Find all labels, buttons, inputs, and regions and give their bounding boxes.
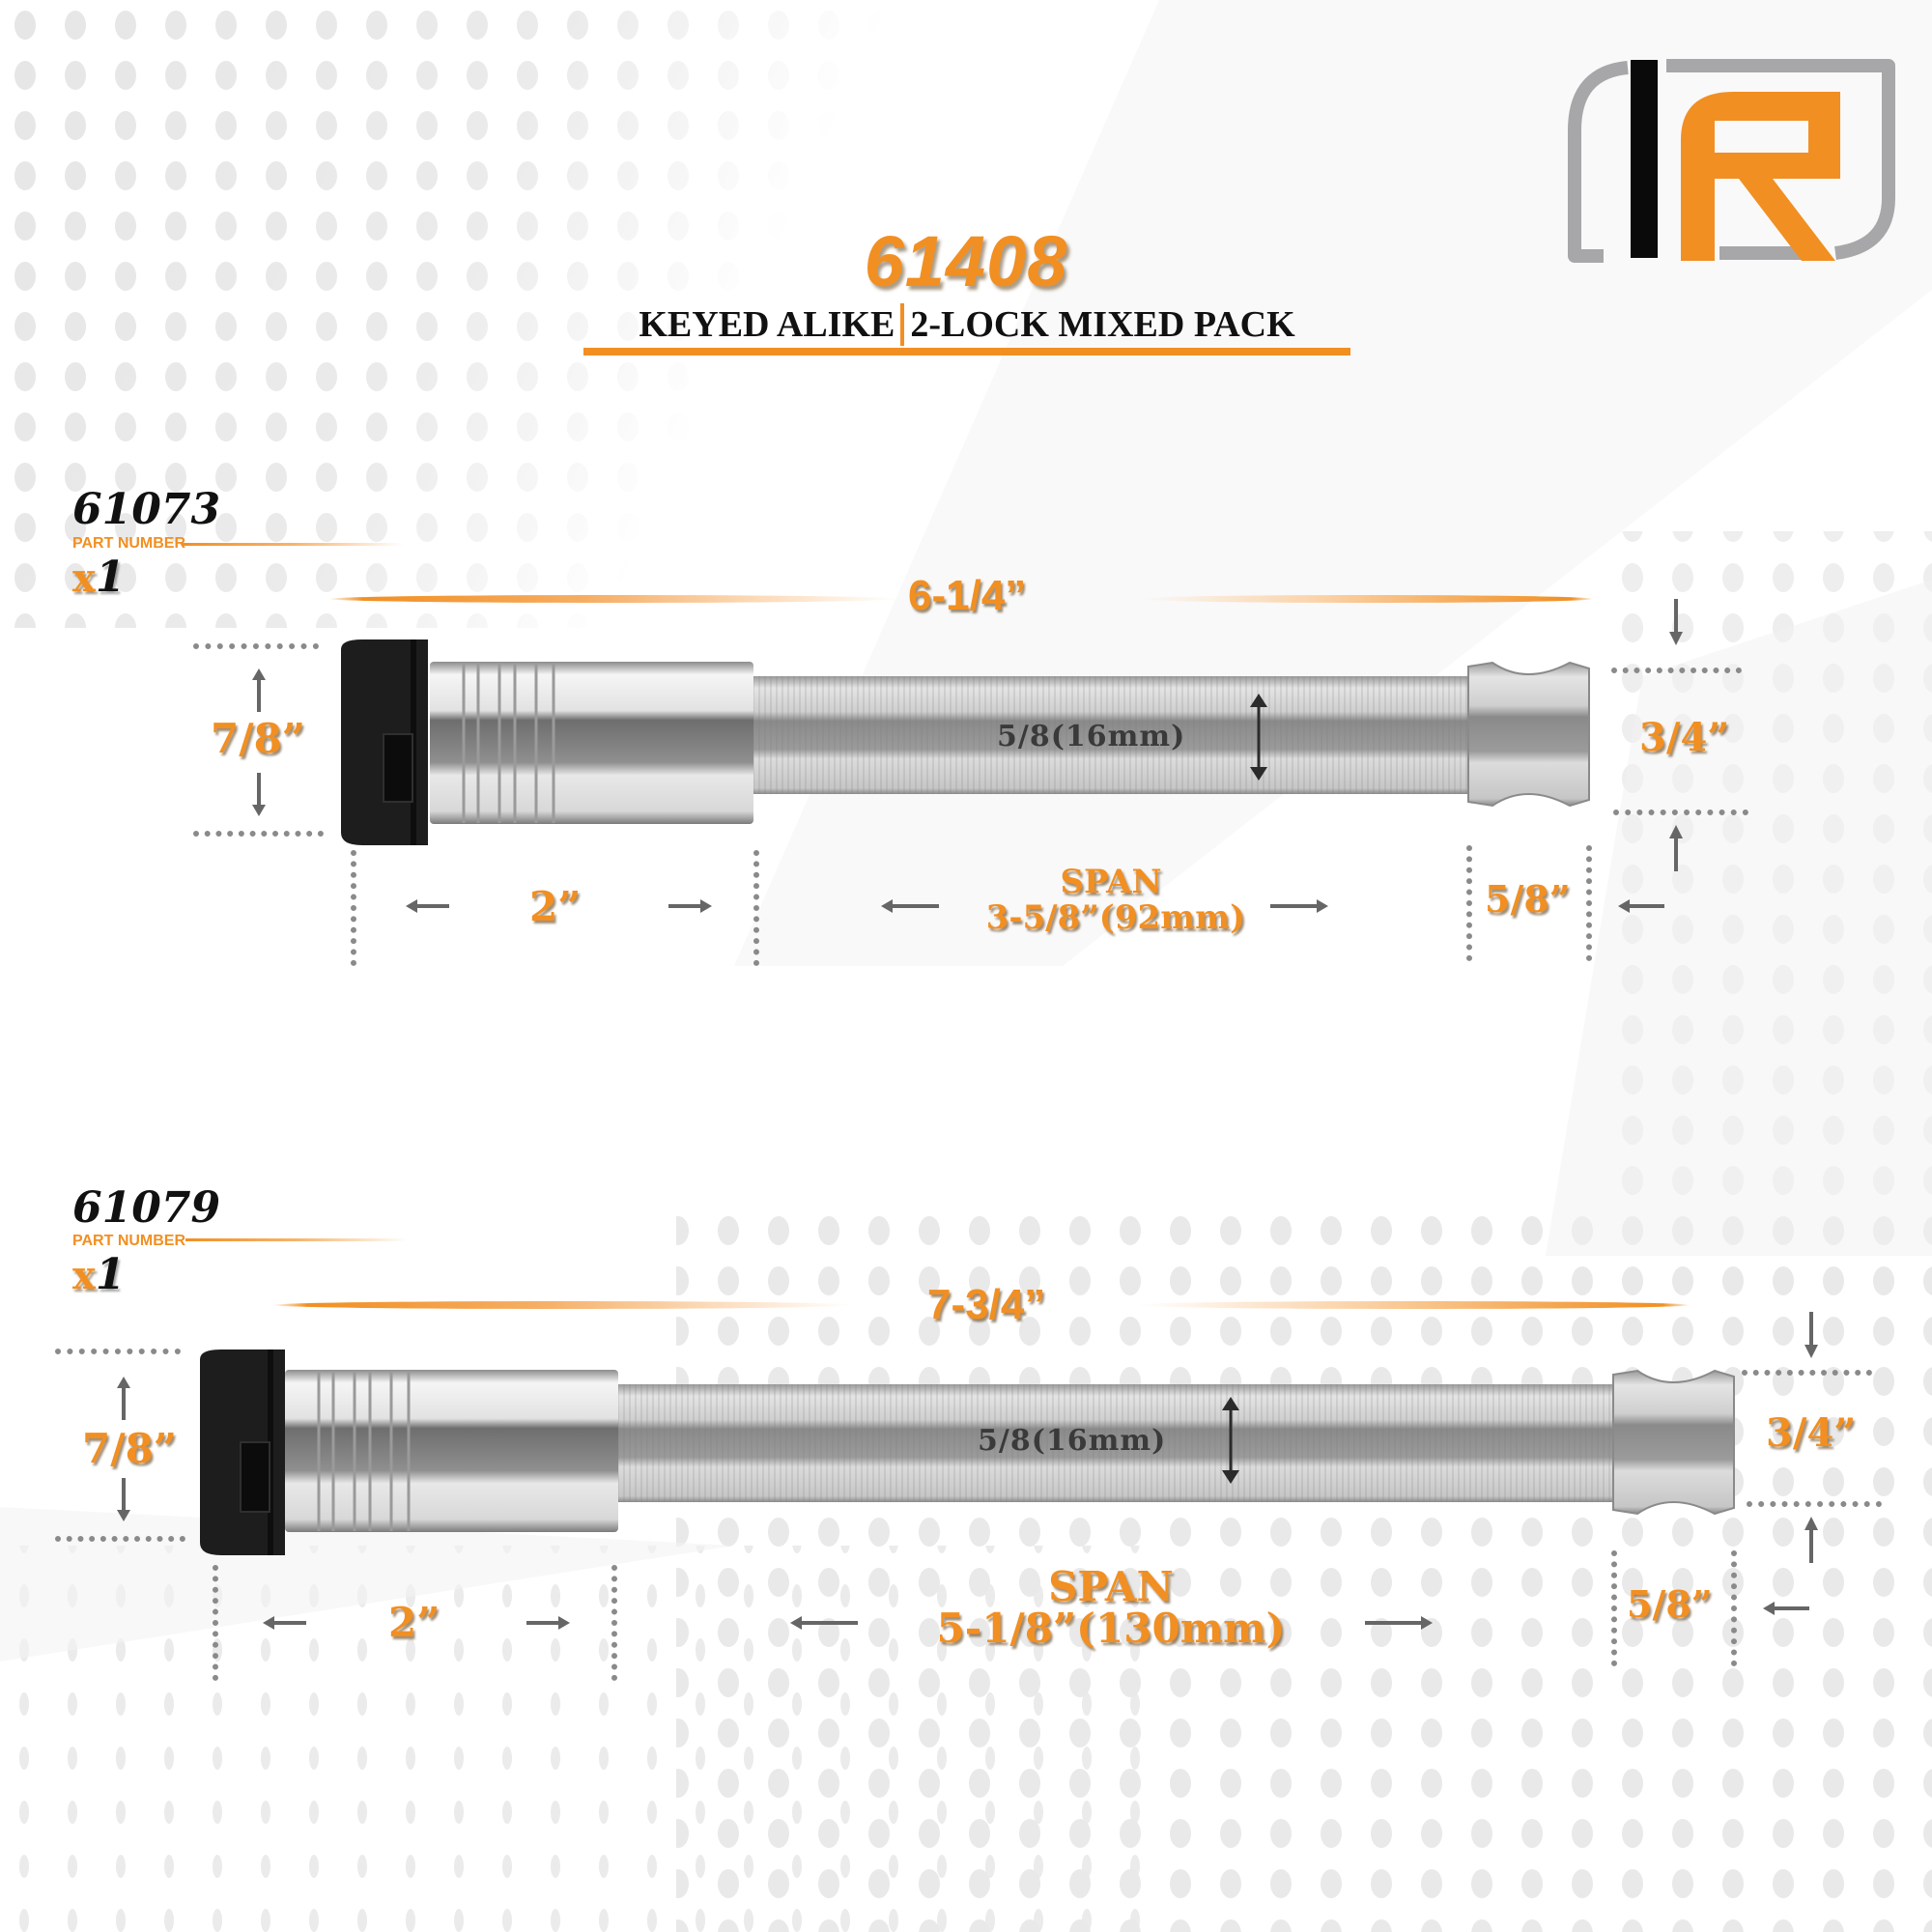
span-label: SPAN — [1048, 1563, 1174, 1610]
arrow-up-icon — [252, 668, 266, 712]
dim-line — [1586, 845, 1592, 961]
arrow-left-icon — [1618, 899, 1664, 913]
arrow-left-icon — [790, 1616, 858, 1630]
part-number-label: PART NUMBER — [72, 1233, 186, 1249]
span-label: SPAN — [1060, 863, 1162, 901]
overall-length-rule-right — [1135, 1301, 1690, 1309]
head-diameter: 7/8” — [211, 715, 305, 762]
arrow-down-icon — [117, 1478, 130, 1521]
subtitle-keyed-alike: KEYED ALIKE — [639, 304, 895, 345]
end-width: 5/8” — [1627, 1582, 1713, 1626]
arrow-right-icon — [1270, 899, 1328, 913]
span-value: 5-1/8”(130mm) — [936, 1605, 1286, 1652]
arrow-down-icon — [1804, 1312, 1818, 1358]
arrow-down-icon — [1669, 599, 1683, 645]
part-number: 61079 — [72, 1183, 221, 1233]
dim-line — [55, 1349, 181, 1354]
dim-line — [193, 831, 324, 837]
arrow-left-icon — [881, 899, 939, 913]
overall-length-rule-left — [272, 1301, 852, 1309]
arrow-left-icon — [406, 899, 449, 913]
overall-length-rule-left — [328, 595, 898, 603]
dim-line — [1742, 1370, 1872, 1376]
end-width: 5/8” — [1485, 877, 1571, 921]
dim-line — [611, 1565, 617, 1681]
arrow-right-icon — [526, 1616, 570, 1630]
arrow-right-icon — [1365, 1616, 1433, 1630]
dim-line — [1747, 1501, 1882, 1507]
dim-line — [55, 1536, 185, 1542]
product-subtitle: KEYED ALIKE 2-LOCK MIXED PACK — [583, 299, 1350, 350]
arrow-left-icon — [1763, 1602, 1809, 1615]
arrow-down-icon — [252, 773, 266, 816]
dim-line — [753, 850, 759, 966]
dim-line — [351, 850, 356, 966]
dim-line — [213, 1565, 218, 1681]
dim-line — [1613, 810, 1748, 815]
brand-logo — [1546, 39, 1913, 280]
arrow-up-icon — [117, 1377, 130, 1420]
product-number-title: 61408 — [864, 221, 1068, 301]
subtitle-underline — [583, 348, 1350, 355]
dim-line — [1611, 668, 1742, 673]
part-number-rule — [185, 1238, 408, 1241]
end-diameter: 3/4” — [1766, 1410, 1857, 1456]
dim-line — [1731, 1550, 1737, 1666]
overall-length-rule-right — [1140, 595, 1594, 603]
arrow-right-icon — [668, 899, 712, 913]
part-number-label: PART NUMBER — [72, 535, 186, 552]
arrow-up-icon — [1804, 1517, 1818, 1563]
head-diameter: 7/8” — [82, 1425, 177, 1472]
part-number: 61073 — [72, 485, 221, 534]
ir-logo-icon — [1568, 59, 1895, 263]
quantity: x1 — [72, 1250, 126, 1299]
lock-pin-image-long — [200, 1350, 1735, 1555]
quantity: x1 — [72, 553, 126, 602]
overall-length: 6-1/4” — [908, 572, 1027, 619]
head-length: 2” — [388, 1599, 440, 1646]
head-length: 2” — [529, 883, 582, 930]
dim-line — [1466, 845, 1472, 961]
dim-line — [1611, 1550, 1617, 1666]
subtitle-pack: 2-LOCK MIXED PACK — [910, 304, 1295, 345]
subtitle-separator — [900, 303, 905, 346]
overall-length: 7-3/4” — [927, 1281, 1046, 1328]
end-diameter: 3/4” — [1639, 715, 1730, 760]
span-value: 3-5/8”(92mm) — [985, 898, 1246, 937]
dim-line — [193, 643, 319, 649]
arrow-double-vertical-icon — [1222, 1397, 1239, 1484]
arrow-double-vertical-icon — [1250, 694, 1267, 781]
arrow-up-icon — [1669, 825, 1683, 871]
arrow-left-icon — [263, 1616, 306, 1630]
part-number-rule — [182, 543, 404, 546]
pin-diameter: 5/8(16mm) — [978, 1424, 1167, 1458]
pin-diameter: 5/8(16mm) — [997, 720, 1186, 753]
lock-pin-image-short — [341, 639, 1590, 845]
